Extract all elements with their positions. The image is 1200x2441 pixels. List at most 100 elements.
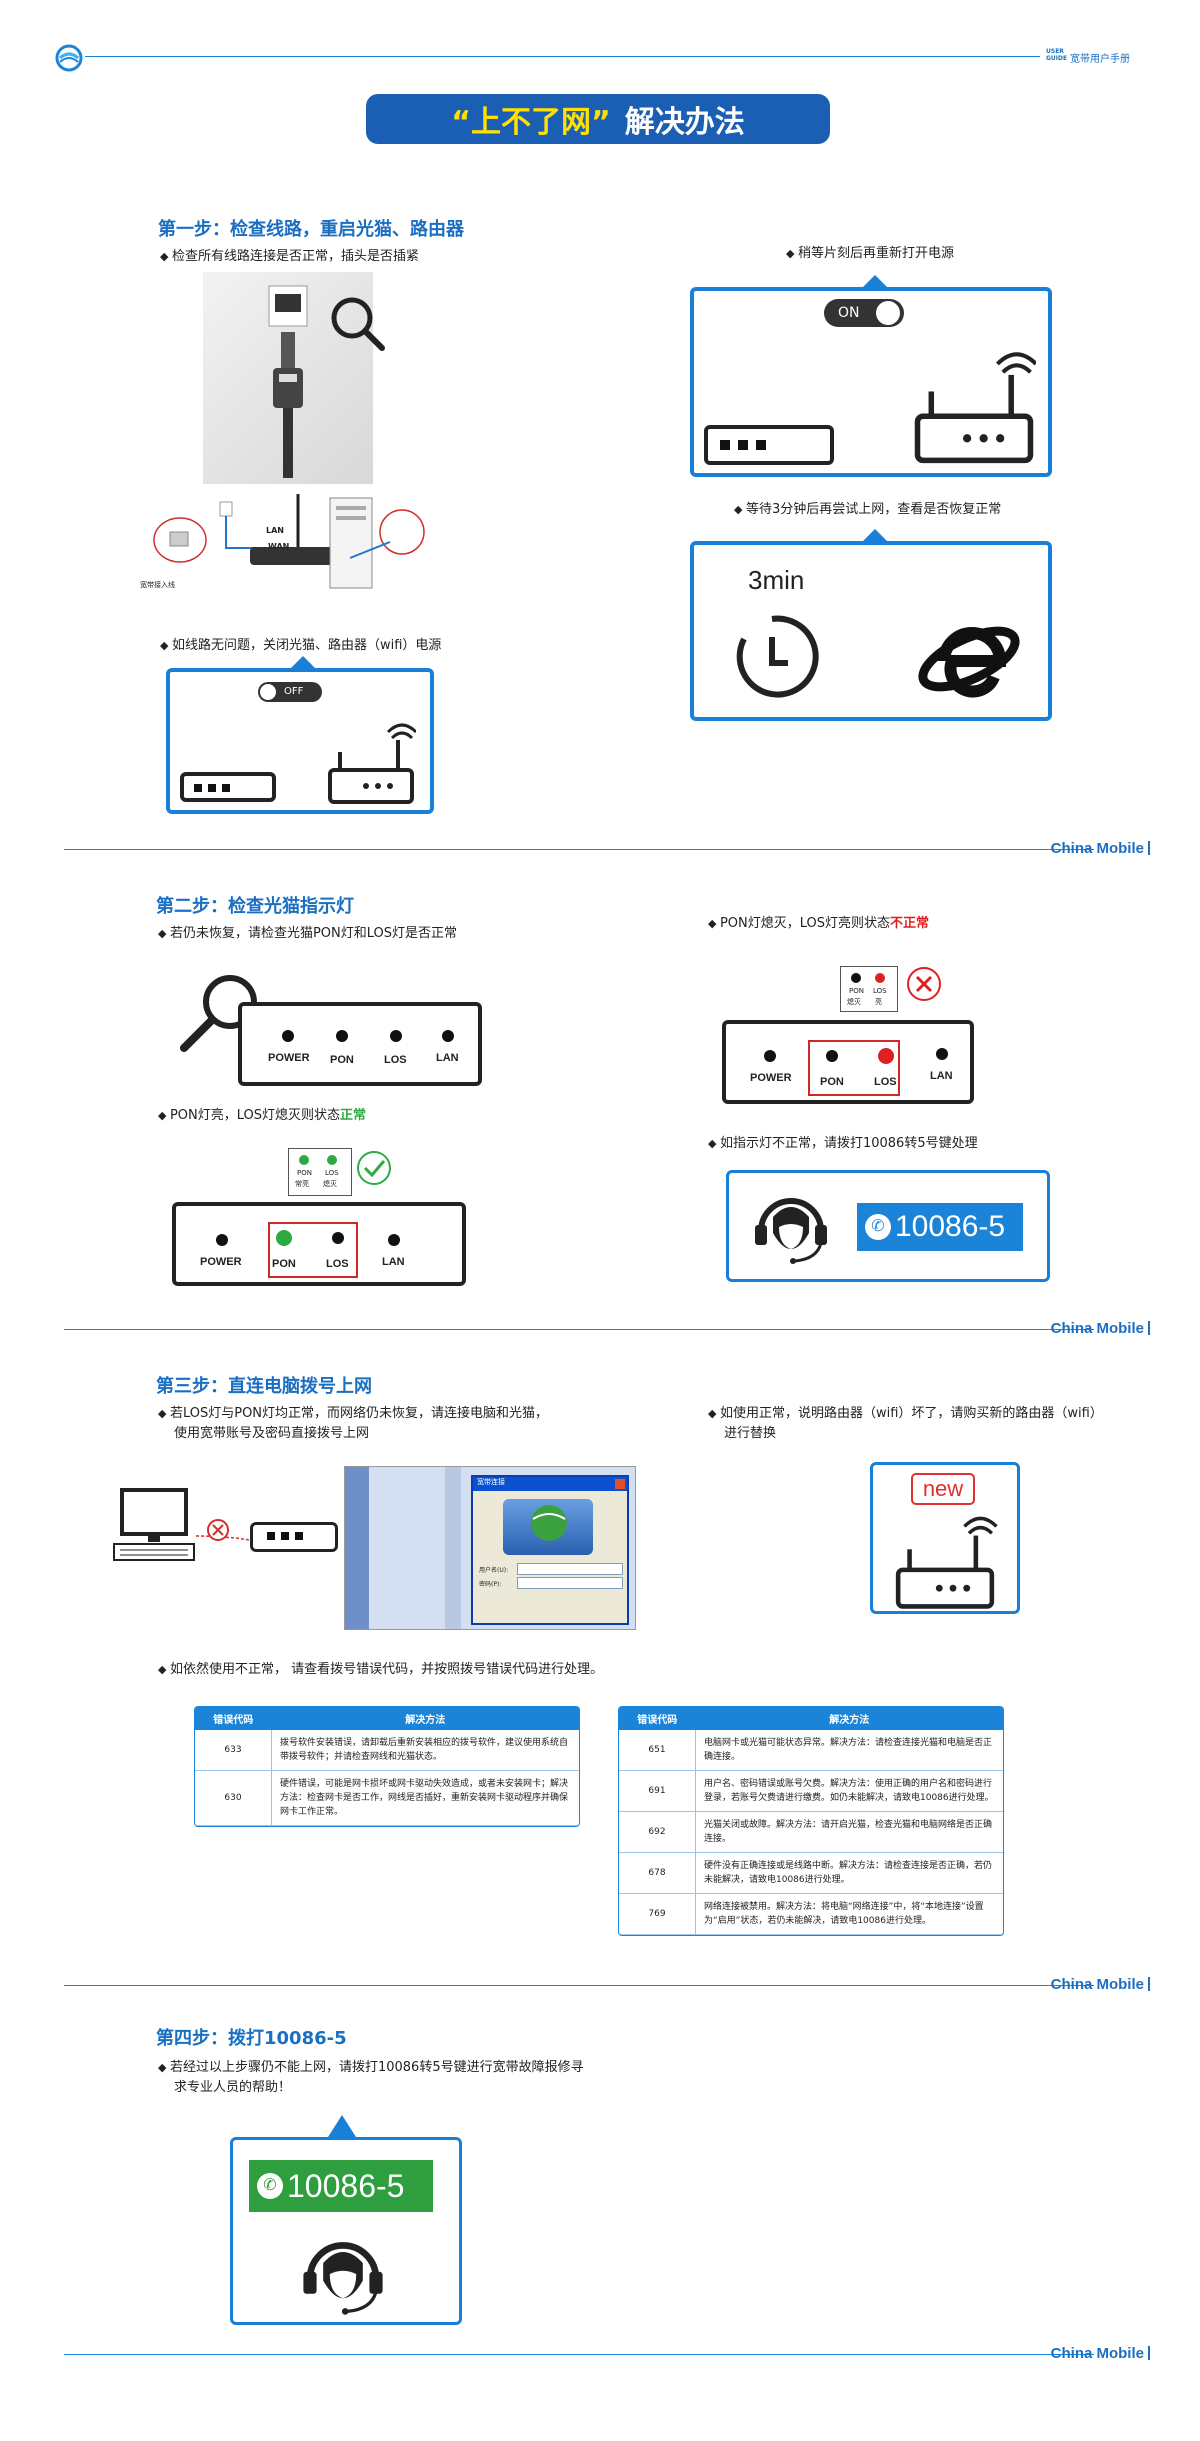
bubble-pon: PON	[849, 987, 864, 995]
hotline-button[interactable]: ✆10086-5	[249, 2160, 433, 2212]
hotline-button[interactable]: ✆10086-5	[857, 1203, 1023, 1251]
phone-icon: ✆	[865, 1214, 891, 1240]
check-icon	[356, 1150, 392, 1186]
table-header-solution: 解决方法	[271, 1707, 579, 1730]
label-pon: PON	[330, 1054, 354, 1066]
wifi-router-icon	[326, 722, 418, 806]
power-on-panel: ON	[690, 287, 1052, 477]
table-header-code: 错误代码	[619, 1707, 696, 1730]
light-bubble-bad: PON LOS 熄灭 亮	[840, 966, 898, 1012]
label-los: LOS	[384, 1054, 407, 1066]
optical-modem	[250, 1522, 338, 1552]
cable-cross-icon	[195, 1516, 252, 1546]
direct-dial-line2: 使用宽带账号及密码直接拨号上网	[174, 1426, 370, 1441]
wait-time-label: 3min	[748, 565, 805, 595]
dialog-close-button[interactable]	[615, 1479, 625, 1489]
replace-router-line2: 进行替换	[724, 1426, 777, 1441]
bubble-pon-state: 常亮	[295, 1180, 309, 1188]
error-solution: 硬件错误，可能是网卡损坏或网卡驱动失效造成，或者未安装网卡；解决方法：检查网卡是…	[271, 1770, 579, 1826]
customer-service-icon	[299, 2230, 387, 2318]
wifi-router-icon	[912, 349, 1038, 467]
section-divider	[64, 2354, 1094, 2355]
error-solution: 用户名、密码错误或账号欠费。解决方法：使用正确的用户名和密码进行登录，若账号欠费…	[695, 1770, 1003, 1812]
customer-service-icon	[751, 1187, 831, 1267]
bubble-pon-state: 熄灭	[847, 998, 861, 1006]
step2-bullet-check-lights: 若仍未恢复，请检查光猫PON灯和LOS灯是否正常	[158, 924, 457, 944]
panel-pointer	[290, 656, 316, 669]
bubble-pon: PON	[297, 1169, 312, 1177]
dialog-password-label: 密码(P):	[479, 1581, 502, 1588]
call-line1: 若经过以上步骤仍不能上网，请拨打10086转5号键进行宽带故障报修寻	[169, 2060, 584, 2075]
optical-modem	[180, 772, 276, 802]
step1-bullet-power-on: 稍等片刻后再重新打开电源	[786, 244, 954, 264]
step3-title: 第三步：直连电脑拨号上网	[156, 1372, 372, 1398]
section-divider	[64, 1329, 1094, 1330]
normal-state-text: PON灯亮，LOS灯熄灭则状态	[169, 1108, 341, 1123]
page-title-bar: “上不了网” 解决办法	[366, 94, 830, 144]
table-header-solution: 解决方法	[695, 1707, 1003, 1730]
on-switch[interactable]: ON	[824, 299, 904, 327]
step4-title: 第四步：拨打10086-5	[156, 2024, 347, 2050]
power-off-panel: OFF	[166, 668, 434, 814]
dialup-screenshot: 宽带连接 用户名(U): 密码(P):	[344, 1466, 636, 1630]
modem-indicator-panel: POWER PON LOS LAN	[172, 1202, 466, 1286]
panel-pointer	[862, 529, 888, 542]
dialog-password-input[interactable]	[517, 1577, 623, 1589]
label-lan: LAN	[436, 1052, 459, 1064]
off-switch-label: OFF	[284, 686, 304, 697]
step1-bullet-wait: 等待3分钟后再尝试上网，查看是否恢复正常	[734, 500, 1001, 520]
error-code: 651	[619, 1730, 696, 1771]
step4-title-text: 拨打10086-5	[228, 2028, 347, 2049]
error-solution: 拨号软件安装错误，请卸载后重新安装相应的拨号软件，建议使用系统自带拨号软件；并请…	[271, 1730, 579, 1771]
step2-title-prefix: 第二步：	[156, 896, 228, 917]
dialup-dialog: 宽带连接 用户名(U): 密码(P):	[471, 1475, 629, 1625]
brand-mark: China Mobile	[1051, 1320, 1150, 1337]
abnormal-status: 不正常	[890, 916, 930, 931]
dialog-titlebar: 宽带连接	[473, 1477, 627, 1491]
new-router-panel: new	[870, 1462, 1020, 1614]
optical-modem	[704, 425, 834, 465]
step1-title-prefix: 第一步：	[158, 219, 230, 240]
error-code: 692	[619, 1811, 696, 1853]
replace-router-line1: 如使用正常，说明路由器（wifi）坏了，请购买新的路由器（wifi）	[719, 1406, 1103, 1421]
label-lan: LAN	[930, 1070, 953, 1082]
bubble-los: LOS	[325, 1169, 339, 1177]
step4-bullet-call: 若经过以上步骤仍不能上网，请拨打10086转5号键进行宽带故障报修寻 求专业人员…	[158, 2058, 584, 2098]
cross-icon	[906, 966, 942, 1002]
brand-mark: China Mobile	[1051, 2345, 1150, 2362]
hotline-number: 10086-5	[287, 2167, 405, 2204]
step2-title: 第二步：检查光猫指示灯	[156, 892, 354, 918]
wait-panel: 3min	[690, 541, 1052, 721]
label-power: POWER	[750, 1072, 792, 1084]
error-solution: 硬件没有正确连接或是线路中断。解决方法：请检查连接是否正确，若仍未能解决，请致电…	[695, 1852, 1003, 1894]
section-divider	[64, 1985, 1094, 1986]
error-solution: 电脑网卡或光猫可能状态异常。解决方法：请检查连接光猫和电脑是否正确连接。	[695, 1730, 1003, 1771]
light-bubble-ok: PON LOS 常亮 熄灭	[288, 1148, 352, 1196]
panel-pointer	[328, 2115, 356, 2137]
call-line2: 求专业人员的帮助！	[174, 2080, 292, 2095]
label-los: LOS	[874, 1076, 897, 1088]
final-hotline-panel: ✆10086-5	[230, 2137, 462, 2325]
page-title-rest: 解决办法	[624, 105, 745, 140]
error-code: 633	[195, 1730, 272, 1771]
error-code: 769	[619, 1893, 696, 1935]
error-solution: 网络连接被禁用。解决方法：将电脑“网络连接”中，将“本地连接”设置为“启用”状态…	[695, 1893, 1003, 1935]
section-divider	[64, 849, 1094, 850]
wan-label: WAN	[268, 542, 290, 551]
label-power: POWER	[268, 1052, 310, 1064]
dialog-user-input[interactable]	[517, 1563, 623, 1575]
manual-name: 宽带用户手册	[1070, 54, 1130, 65]
normal-status: 正常	[340, 1108, 367, 1123]
bubble-los: LOS	[873, 987, 887, 995]
off-switch[interactable]: OFF	[258, 682, 322, 702]
modem-indicator-panel: POWER PON LOS LAN	[722, 1020, 974, 1104]
abnormal-state-text: PON灯熄灭，LOS灯亮则状态	[719, 916, 891, 931]
hotline-number: 10086-5	[895, 1210, 1006, 1243]
china-mobile-logo-icon	[55, 44, 83, 72]
